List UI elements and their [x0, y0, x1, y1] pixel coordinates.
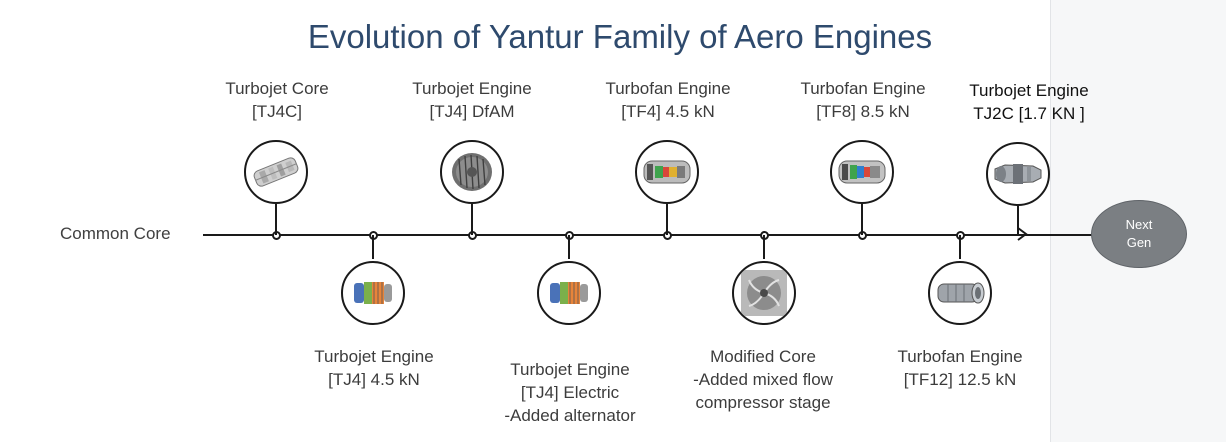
timeline-start-label: Common Core — [60, 224, 171, 243]
engine-label-top: Turbojet Core[TJ4C] — [225, 79, 329, 121]
colored-core-icon — [550, 282, 588, 304]
turbojet-engine-icon — [994, 164, 1042, 184]
connector-stem — [861, 204, 863, 235]
engine-label-top: Turbofan Engine[TF8] 8.5 kN — [800, 79, 926, 121]
connector-stem — [568, 235, 570, 259]
next-gen-label: Gen — [1126, 235, 1152, 250]
connector-stem — [471, 204, 473, 235]
colored-core-icon — [354, 282, 392, 304]
engine-label-top: Turbojet Engine[TJ4] DfAM — [412, 79, 532, 121]
next-gen-label: Next — [1125, 217, 1153, 232]
page-title: Evolution of Yantur Family of Aero Engin… — [307, 18, 933, 55]
connector-stem — [372, 235, 374, 259]
engine-node — [537, 261, 601, 325]
engine-label-bottom: Turbofan Engine[TF12] 12.5 kN — [897, 347, 1023, 389]
engine-node — [732, 261, 796, 325]
turbofan-engine-icon — [937, 282, 985, 304]
engine-node — [244, 140, 308, 204]
turbojet-core-cutaway-icon — [253, 157, 299, 187]
turbofan-cutaway-icon — [838, 160, 886, 184]
engine-label-bottom: Turbojet Engine[TJ4] 4.5 kN — [314, 347, 434, 389]
turbofan-cutaway-icon — [643, 160, 691, 184]
arrow-head-icon — [1017, 227, 1028, 241]
engine-node — [635, 140, 699, 204]
connector-stem — [763, 235, 765, 259]
engine-node — [928, 261, 992, 325]
engine-node — [986, 142, 1050, 206]
connector-stem — [959, 235, 961, 259]
next-gen-node: Next Gen — [1091, 200, 1187, 268]
engine-label-bottom: Turbojet Engine[TJ4] Electric-Added alte… — [504, 360, 636, 425]
connector-stem — [1017, 206, 1019, 235]
engine-node — [440, 140, 504, 204]
connector-stem — [275, 204, 277, 235]
connector-stem — [666, 204, 668, 235]
turbine-rotor-icon — [452, 153, 492, 191]
impeller-icon — [741, 270, 787, 316]
timeline-line — [203, 234, 1093, 236]
engine-label-top: Turbofan Engine[TF4] 4.5 kN — [605, 79, 731, 121]
engine-node — [341, 261, 405, 325]
engine-node — [830, 140, 894, 204]
